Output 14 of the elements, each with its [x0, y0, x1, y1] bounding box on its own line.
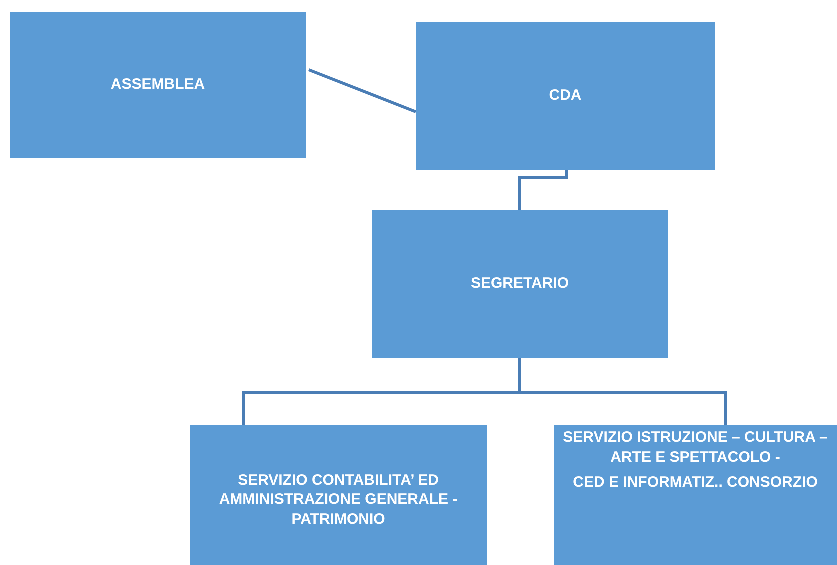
org-box [416, 22, 715, 170]
connector-line [308, 68, 417, 114]
connector-line [518, 170, 568, 210]
box-label: CED E INFORMATIZ.. CONSORZIO [573, 473, 818, 492]
org-box [372, 210, 668, 358]
box-label: SERVIZIO CONTABILITA’ ED AMMINISTRAZIONE GENERALE - PATRIMONIO [218, 470, 459, 530]
org-box [190, 425, 487, 565]
connector-line [518, 358, 727, 425]
box-label: CDA [549, 86, 582, 106]
org-box [10, 12, 306, 158]
box-label: SEGRETARIO [470, 274, 570, 294]
org-box [554, 425, 837, 565]
box-label: SERVIZIO ISTRUZIONE – CULTURA –ARTE E SPETTACOLO - [562, 428, 829, 467]
box-label: ASSEMBLEA [110, 75, 206, 95]
